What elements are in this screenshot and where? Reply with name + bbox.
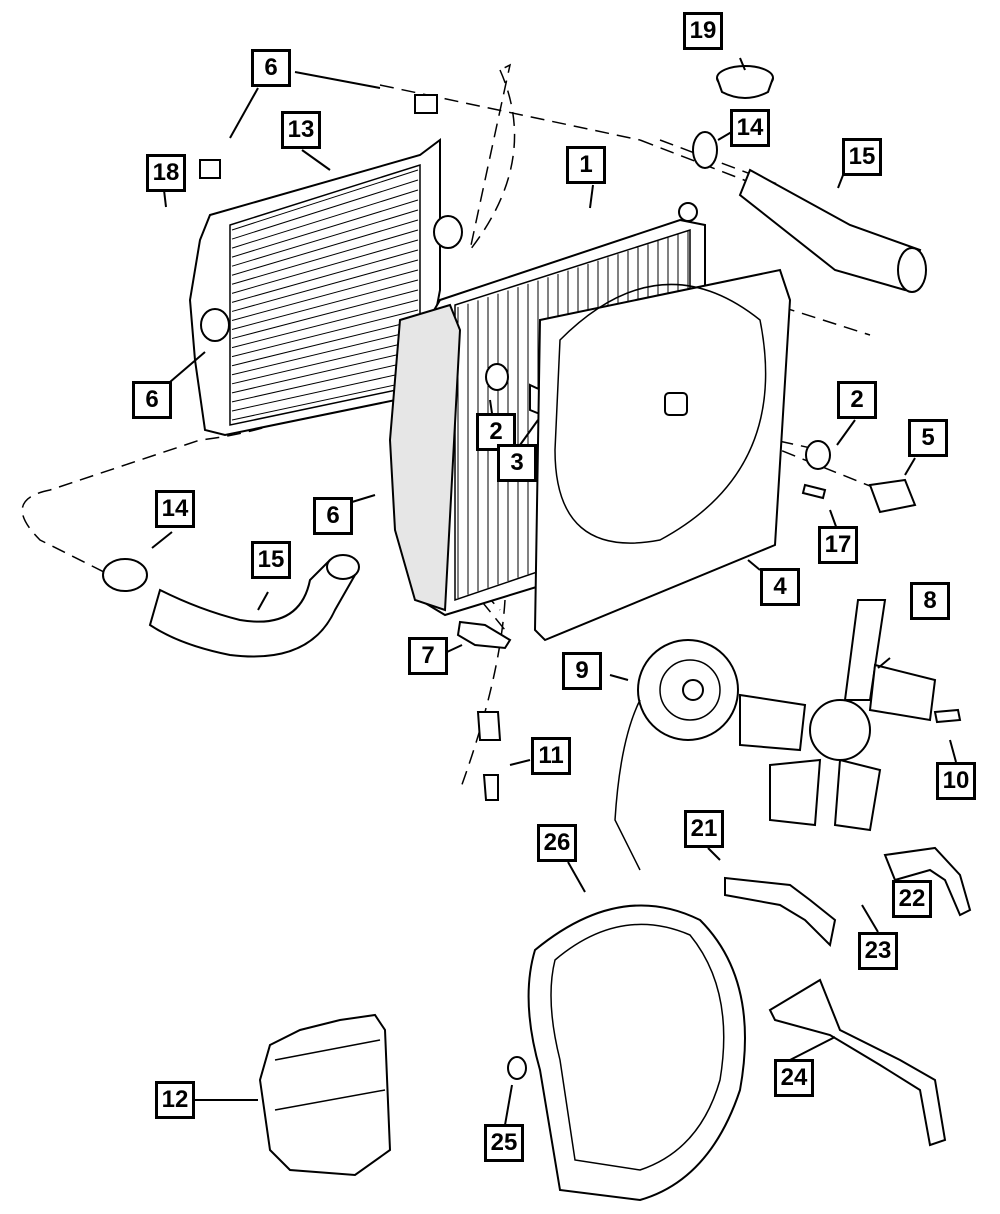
callout-4: 4 [760, 568, 800, 606]
fasteners [476, 708, 962, 801]
leader-lines [151, 57, 957, 1126]
callout-17: 17 [818, 526, 858, 564]
clamps-and-hose-parts [485, 363, 917, 514]
fan-blades [739, 599, 937, 832]
callout-15-upper: 15 [842, 138, 882, 176]
lower-fan-shroud [507, 904, 746, 1202]
callout-6-middle: 6 [313, 497, 353, 535]
fan-shroud [533, 268, 792, 642]
coolant-reservoir [258, 1013, 392, 1177]
callout-18: 18 [146, 154, 186, 192]
callout-9: 9 [562, 652, 602, 690]
tubes [724, 846, 972, 1147]
callout-26: 26 [537, 824, 577, 862]
callout-22: 22 [892, 880, 932, 918]
upper-hose-and-clamp [692, 131, 927, 293]
fan-clutch [614, 639, 739, 871]
sensor [456, 620, 512, 650]
callout-13: 13 [281, 111, 321, 149]
callout-23: 23 [858, 932, 898, 970]
callout-12: 12 [155, 1081, 195, 1119]
callout-5: 5 [908, 419, 948, 457]
callout-14-lower: 14 [155, 490, 195, 528]
intercooler [188, 94, 463, 437]
callout-15-lower: 15 [251, 541, 291, 579]
callout-21: 21 [684, 810, 724, 848]
callout-11: 11 [531, 737, 571, 775]
callout-3: 3 [497, 444, 537, 482]
pressure-cap [716, 65, 774, 99]
callout-25: 25 [484, 1124, 524, 1162]
callout-7: 7 [408, 637, 448, 675]
callout-10: 10 [936, 762, 976, 800]
callout-6-top: 6 [251, 49, 291, 87]
callout-2-right: 2 [837, 381, 877, 419]
lower-hose-and-clamp [102, 554, 360, 658]
callout-24: 24 [774, 1059, 814, 1097]
callout-8: 8 [910, 582, 950, 620]
callout-14-upper: 14 [730, 109, 770, 147]
callout-1: 1 [566, 146, 606, 184]
callout-6-left: 6 [132, 381, 172, 419]
callout-19: 19 [683, 12, 723, 50]
